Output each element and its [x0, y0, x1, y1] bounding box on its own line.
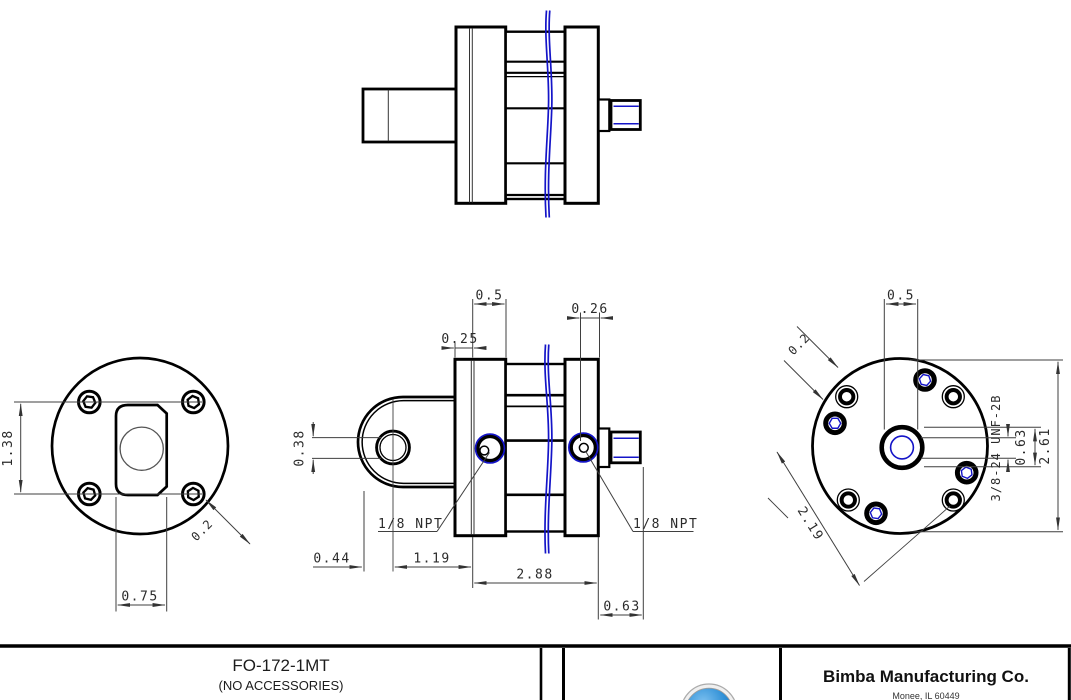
cylinder-body-top — [504, 30, 567, 201]
dim-left-chamfer-label: 0.2 — [188, 516, 215, 543]
tang-mount — [356, 395, 457, 489]
dim-tang-hole-label: 0.38 — [293, 429, 308, 466]
port-rear — [568, 432, 599, 463]
port-front — [474, 433, 506, 464]
threaded-stud — [609, 430, 642, 465]
dim-hole-to-body-label: 1.19 — [413, 552, 450, 567]
break-lines-front — [544, 344, 553, 554]
title-block: FO-172-1MT (NO ACCESSORIES) Bimba Manufa… — [0, 644, 1071, 700]
thread-spec-label: 3/8-24 UNF-2B — [989, 395, 1003, 502]
accessories-note: (NO ACCESSORIES) — [219, 678, 344, 693]
company-name: Bimba Manufacturing Co. — [823, 667, 1029, 686]
right-view-dimension-lines — [767, 299, 1063, 586]
dim-plate-step-label: 0.25 — [441, 332, 478, 347]
stud-collar-top — [597, 98, 611, 133]
body-section-lines-top — [505, 60, 565, 197]
front-plate-top — [454, 25, 508, 205]
dim-stud-length-label: 0.63 — [603, 600, 640, 615]
left-view-dimension-lines — [14, 401, 251, 612]
dim-bolt-spacing-label: 1.38 — [1, 429, 16, 466]
left-end-view: 1.38 0.75 0.2 — [1, 356, 251, 612]
dim-boss-flat-label: 0.5 — [887, 289, 915, 304]
part-number: FO-172-1MT — [232, 656, 329, 675]
port-front-label: 1/8 NPT — [378, 517, 443, 532]
dim-boss-dia-label: 0.63 — [1014, 428, 1029, 465]
port-rear-label: 1/8 NPT — [633, 517, 698, 532]
cylinder-body — [504, 362, 567, 533]
bimba-logo — [683, 683, 735, 700]
dim-outer-dia-label: 2.61 — [1038, 427, 1053, 464]
dim-right-chamfer-label: 0.2 — [785, 330, 812, 357]
dim-body-length-label: 2.88 — [516, 568, 553, 583]
front-view: 0.5 0.25 0.26 0.38 0.44 1.19 2.88 0.63 1… — [293, 289, 698, 620]
body-section-lines — [505, 393, 565, 497]
rod-tang — [114, 403, 169, 497]
tang-edge-view — [361, 87, 458, 144]
front-view-dimension-lines — [311, 299, 694, 620]
right-end-view: 0.5 0.2 2.61 0.63 3/8-24 UNF-2B 2.19 — [767, 289, 1063, 586]
top-view — [361, 10, 642, 218]
break-lines-top — [544, 10, 553, 218]
dim-tang-width-label: 0.75 — [121, 590, 158, 605]
dim-front-port-label: 0.5 — [476, 289, 504, 304]
hex-nuts — [823, 368, 979, 526]
center-boss — [879, 424, 925, 471]
end-plate-top — [563, 25, 600, 205]
threaded-stud-top — [609, 99, 642, 131]
dim-rear-port-label: 0.26 — [571, 302, 608, 317]
dim-tang-face-label: 0.44 — [313, 552, 350, 567]
company-address: Monee, IL 60449 — [892, 691, 959, 700]
rod-circle — [119, 426, 164, 471]
tang-chamfer-line — [361, 399, 455, 485]
stud-collar — [597, 427, 611, 469]
